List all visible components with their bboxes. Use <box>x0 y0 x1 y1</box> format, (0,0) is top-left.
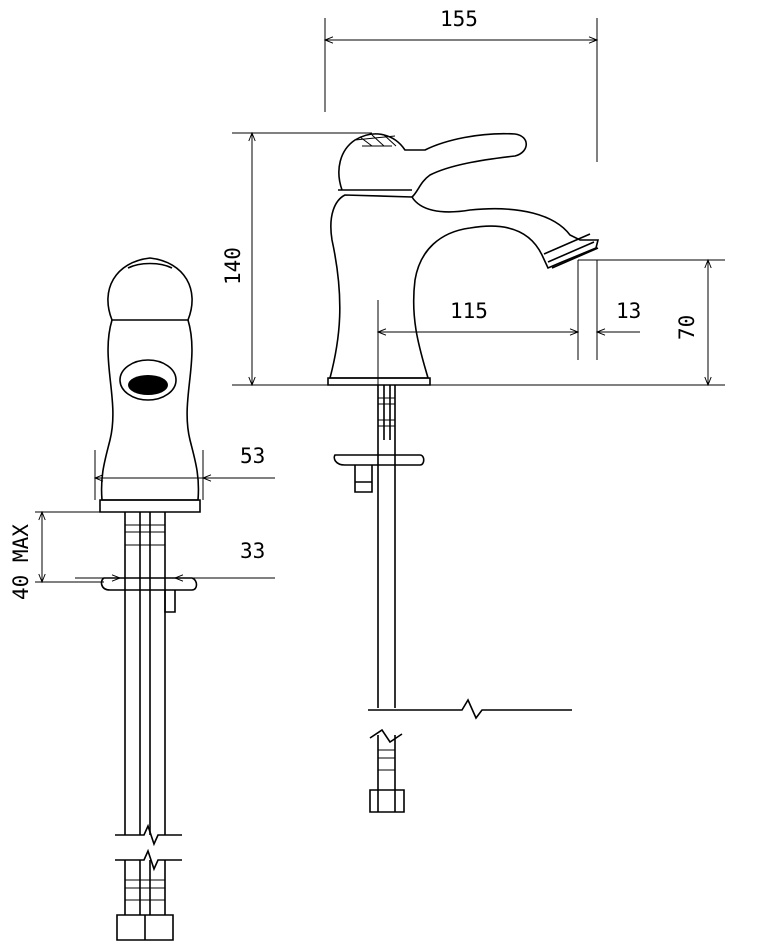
dimension-40-max: 40 MAX <box>9 510 104 600</box>
break-line-pipe <box>368 698 572 720</box>
dimension-label-33: 33 <box>240 539 265 563</box>
front-bracket <box>100 577 198 591</box>
cap-knurl <box>354 134 397 147</box>
aerator-front <box>119 359 177 401</box>
dimension-label-140: 140 <box>221 247 245 285</box>
dimension-label-155: 155 <box>440 7 478 31</box>
dimension-155: 155 <box>323 7 599 162</box>
supply-pipe <box>333 385 572 813</box>
front-stud <box>164 590 176 613</box>
aerator-mesh <box>128 375 168 395</box>
dimension-label-13: 13 <box>616 299 641 323</box>
mounting-bracket <box>333 454 425 466</box>
hose-nut <box>369 789 405 813</box>
dimension-label-40-max: 40 MAX <box>9 524 33 600</box>
dimension-115: 115 <box>376 260 598 385</box>
dimension-70: 70 <box>578 258 725 387</box>
threaded-stud <box>354 465 373 493</box>
dimension-33: 33 <box>75 539 275 582</box>
handle-knob <box>107 257 193 321</box>
front-body-outline <box>100 319 200 501</box>
side-view: 155 140 70 115 13 <box>221 7 725 813</box>
dimension-140: 140 <box>221 131 725 387</box>
front-base <box>99 499 201 513</box>
base-ring <box>327 377 431 386</box>
supply-hoses <box>100 512 198 941</box>
faucet-body-outline <box>328 194 600 379</box>
break-line-front <box>115 823 182 872</box>
dimension-label-53: 53 <box>240 444 265 468</box>
faucet-cap <box>338 132 528 198</box>
aerator-lines <box>543 233 599 269</box>
dimension-label-70: 70 <box>675 315 699 340</box>
dimension-label-115: 115 <box>450 299 488 323</box>
front-view: 53 33 40 MAX <box>9 257 275 941</box>
dimension-53: 53 <box>93 444 275 500</box>
dimension-13: 13 <box>595 299 641 336</box>
hose-nuts <box>116 914 174 941</box>
